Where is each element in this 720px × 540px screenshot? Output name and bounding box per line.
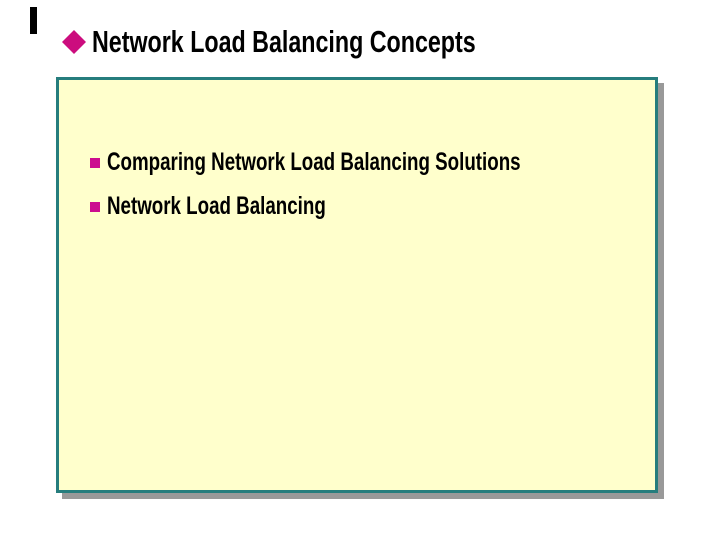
diamond-bullet-icon xyxy=(62,30,86,54)
bullet-label: Comparing Network Load Balancing Solutio… xyxy=(107,148,521,176)
square-bullet-icon xyxy=(90,157,100,168)
square-bullet-icon xyxy=(90,201,100,212)
bullet-item: Comparing Network Load Balancing Solutio… xyxy=(59,148,655,176)
bullet-item: Network Load Balancing xyxy=(59,192,655,220)
slide-title: Network Load Balancing Concepts xyxy=(92,24,476,59)
bullet-label: Network Load Balancing xyxy=(107,192,326,220)
content-box: Comparing Network Load Balancing Solutio… xyxy=(56,77,658,493)
text-cursor xyxy=(30,7,37,34)
slide-title-row: Network Load Balancing Concepts xyxy=(62,24,604,59)
